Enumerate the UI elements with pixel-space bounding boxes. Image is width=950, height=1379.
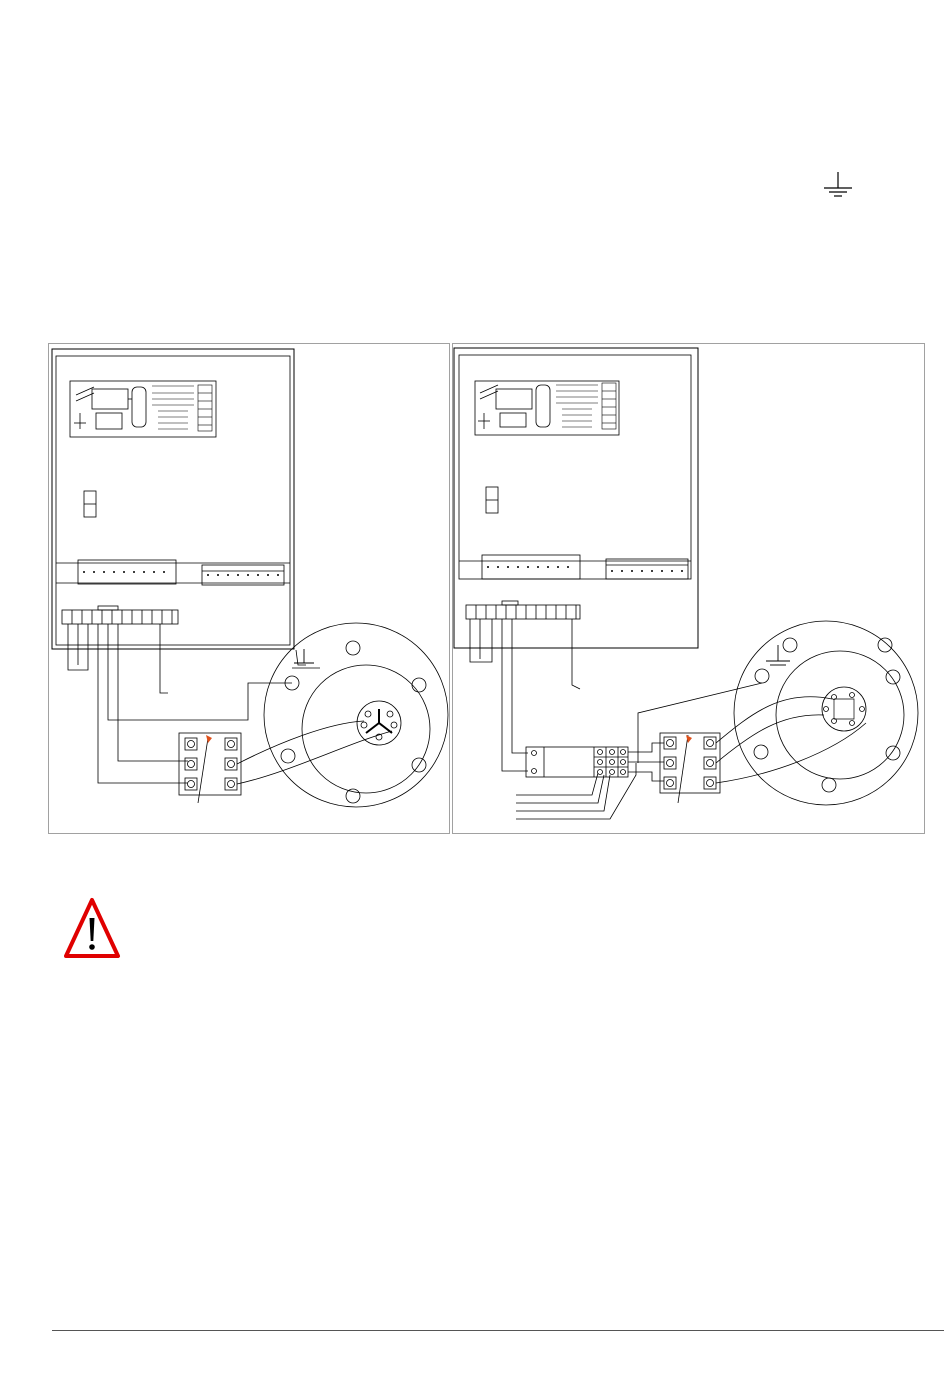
footer-divider	[52, 1330, 944, 1331]
controller-label-graphic	[74, 387, 146, 429]
controller-label-legend-right	[556, 383, 616, 429]
wiring-diagram-right	[452, 343, 926, 835]
controller-label-legend	[152, 385, 212, 431]
ground-symbol	[818, 170, 858, 200]
warning-sign	[62, 896, 122, 962]
thermostat-pointer-icon	[206, 735, 212, 743]
controller-label-graphic-right	[478, 385, 550, 429]
ground-symbol-icon	[818, 170, 858, 200]
terminal-screws-right	[487, 566, 683, 572]
terminal-screws-left	[83, 571, 279, 576]
wiring-diagram-left-svg	[48, 343, 450, 835]
warning-triangle-icon	[62, 896, 122, 962]
wiring-diagram-left	[48, 343, 450, 835]
heater-ground-icon-right	[766, 645, 790, 665]
wiring-diagram-right-svg	[452, 343, 926, 835]
